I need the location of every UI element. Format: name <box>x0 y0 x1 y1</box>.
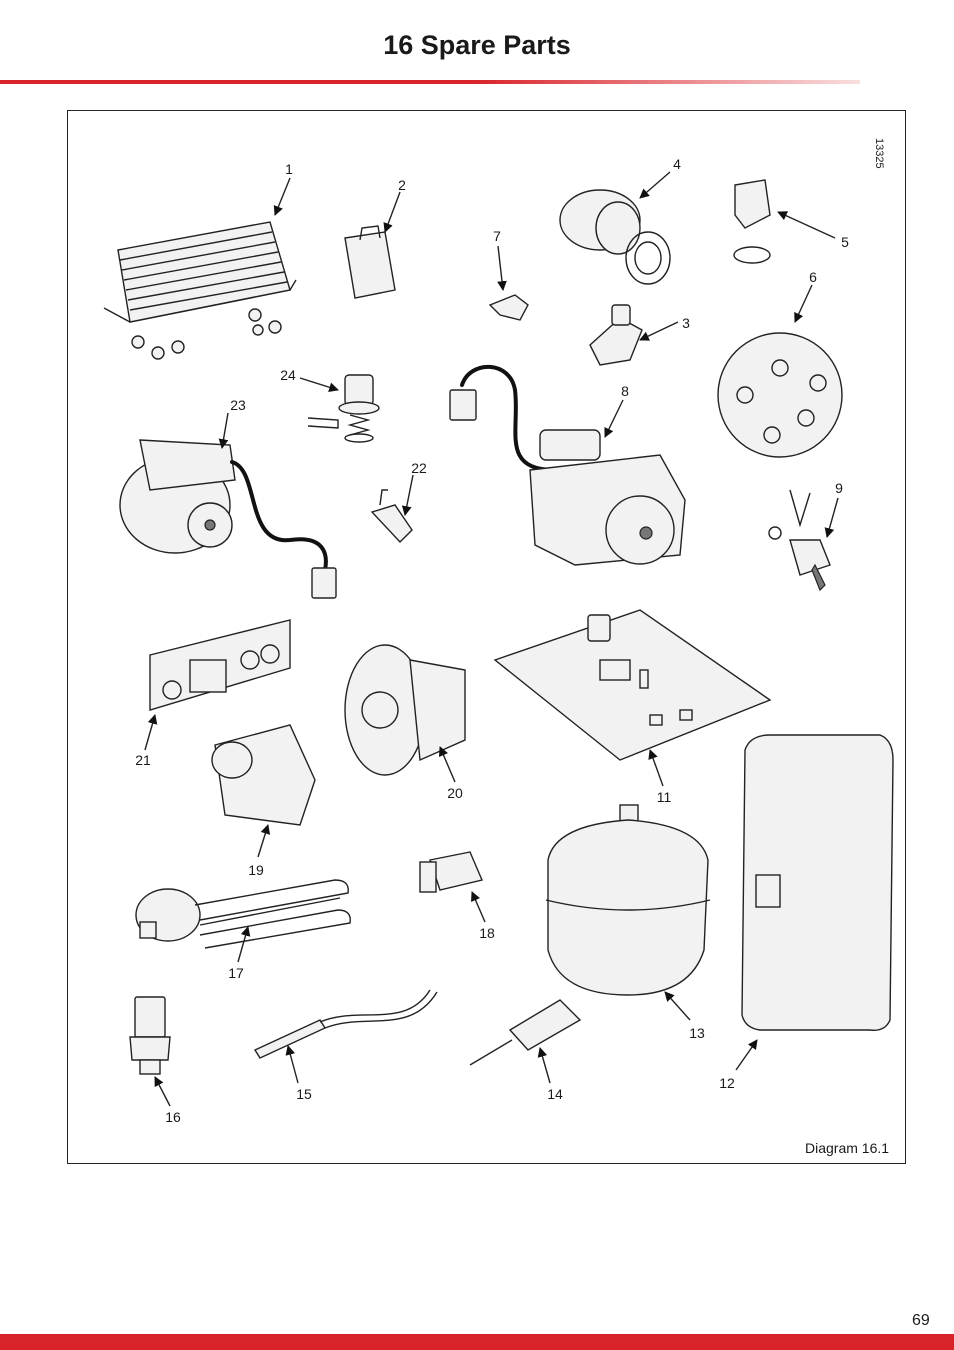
callout-3: 3 <box>682 315 690 331</box>
page-title: 16 Spare Parts <box>383 30 571 60</box>
main-pcb-part <box>493 609 772 761</box>
pressure-switch-part <box>129 996 171 1075</box>
page-number: 69 <box>912 1312 930 1329</box>
pressure-relief-valve-part <box>307 374 380 443</box>
title-rule <box>0 80 860 84</box>
auto-air-vent-part <box>733 179 771 264</box>
callout-18: 18 <box>479 925 495 941</box>
expansion-vessel-part <box>741 734 894 1031</box>
footer-bar <box>0 1334 954 1350</box>
callout-7: 7 <box>493 228 501 244</box>
callout-21: 21 <box>135 752 151 768</box>
temperature-sensor-part <box>469 999 582 1066</box>
diagram-frame <box>67 110 906 1164</box>
sensor-part <box>488 294 529 321</box>
callout-15: 15 <box>296 1086 312 1102</box>
callout-11: 11 <box>656 789 672 805</box>
callout-20: 20 <box>447 785 463 801</box>
diagram-caption: Diagram 16.1 <box>805 1140 890 1156</box>
callout-1: 1 <box>285 161 293 177</box>
callout-17: 17 <box>228 965 244 981</box>
fan-assembly-part <box>344 644 466 776</box>
thermistor-part <box>253 989 438 1059</box>
pump-with-harness-part <box>449 364 686 566</box>
burner-part <box>559 189 671 285</box>
round-vessel-part <box>545 804 711 996</box>
callout-4: 4 <box>673 156 681 172</box>
gas-valve-part <box>211 724 316 826</box>
ignition-unit-part <box>344 225 396 299</box>
safety-valve-part <box>370 489 413 544</box>
callout-23: 23 <box>230 397 246 413</box>
callout-14: 14 <box>547 1086 563 1102</box>
user-control-panel-part <box>149 619 291 711</box>
immersion-heater-part <box>135 879 351 949</box>
callout-16: 16 <box>165 1109 181 1125</box>
callout-6: 6 <box>809 269 817 285</box>
callout-13: 13 <box>689 1025 705 1041</box>
callout-5: 5 <box>841 234 849 250</box>
callout-12: 12 <box>719 1075 735 1091</box>
pressure-relief-valve-small-part <box>419 851 483 893</box>
burner-door-plate-part <box>717 332 843 458</box>
drain-tap-part <box>768 489 831 592</box>
callout-24: 24 <box>280 367 296 383</box>
callout-2: 2 <box>398 177 406 193</box>
callout-22: 22 <box>411 460 427 476</box>
callout-8: 8 <box>621 383 629 399</box>
electrode-part <box>589 304 643 366</box>
heat-exchanger-part <box>103 221 297 360</box>
callout-19: 19 <box>248 862 264 878</box>
circulating-pump-part <box>119 439 337 599</box>
leader-arrows <box>144 171 839 1107</box>
callout-9: 9 <box>835 480 843 496</box>
